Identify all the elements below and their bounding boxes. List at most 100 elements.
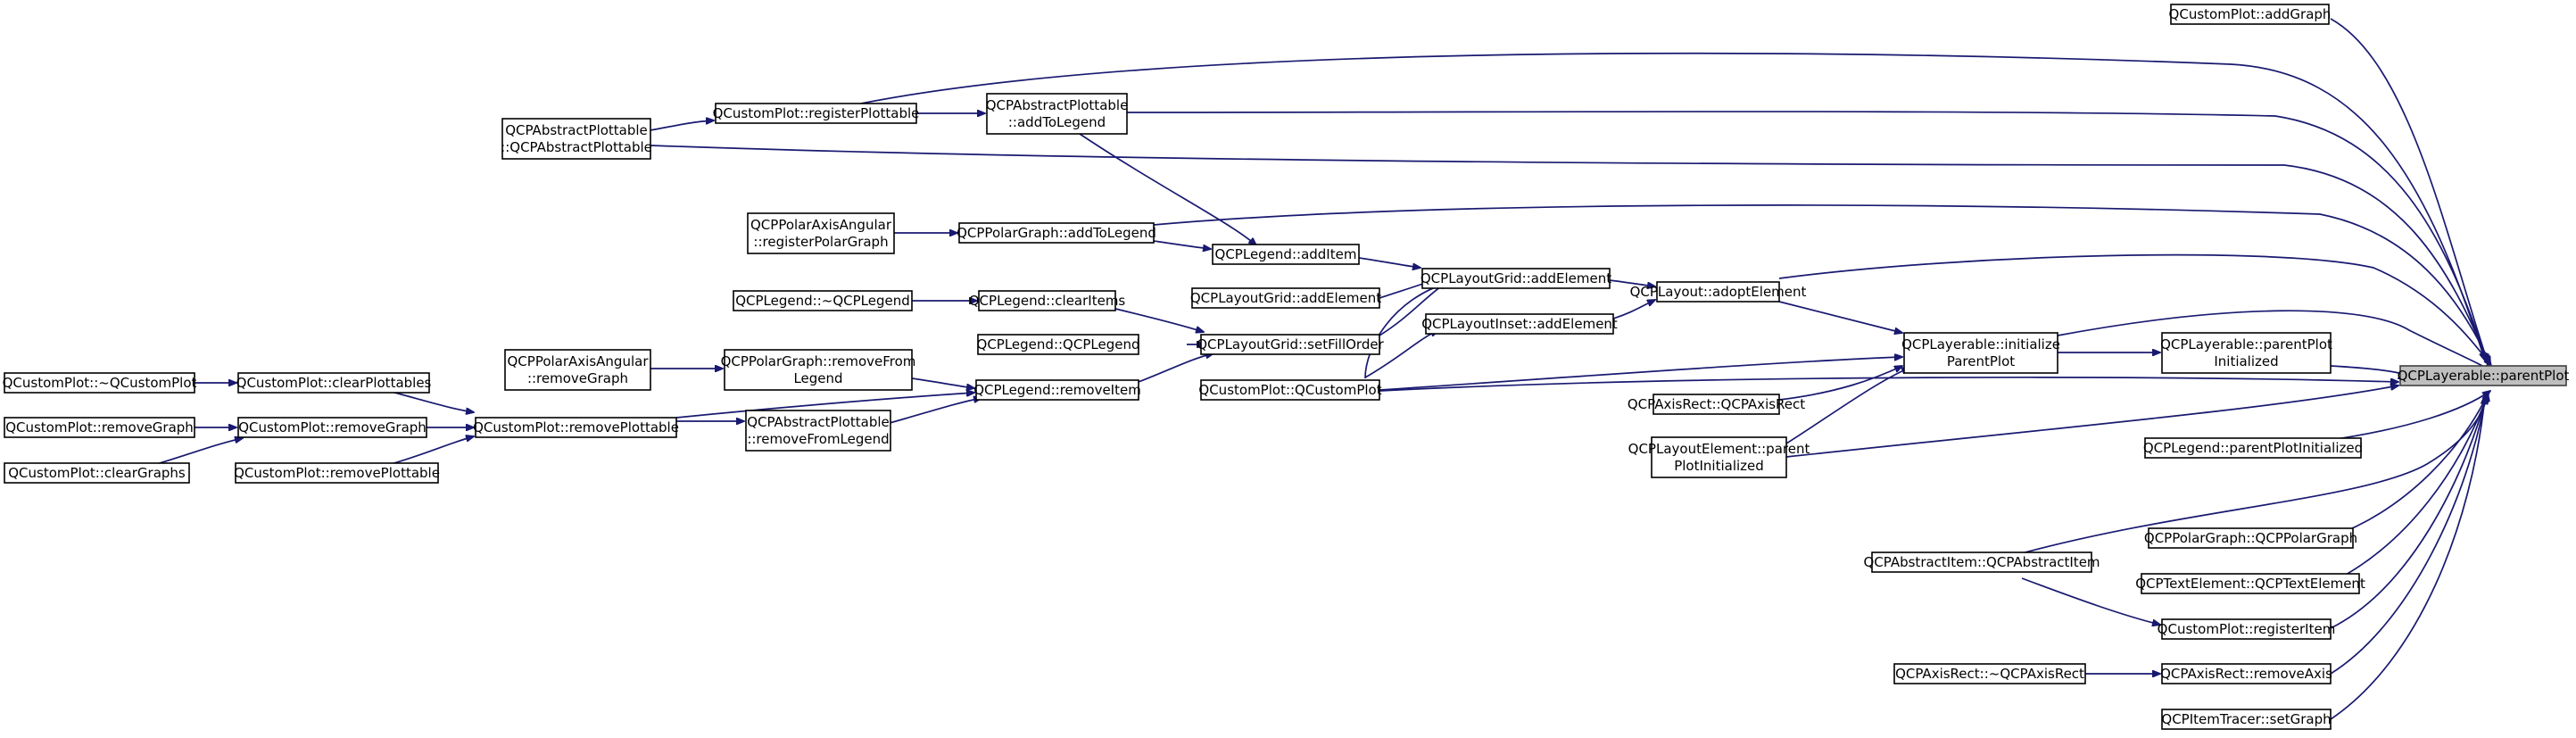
edge-customPlotCtor-parentPlot: [1379, 377, 2398, 392]
edge-abstractRemoveFromLegend-legendRemoveItem: [889, 398, 982, 424]
node-label: QCPAbstractPlottable: [986, 97, 1129, 113]
node-removeGraphLeft[interactable]: QCustomPlot::removeGraph: [4, 417, 195, 438]
node-abstractRemoveFromLegend[interactable]: QCPAbstractPlottable ::removeFromLegend: [745, 410, 891, 452]
node-initializeParentPlot[interactable]: QCPLayerable::initialize ParentPlot: [1901, 332, 2060, 374]
node-parentPlot-focus[interactable]: QCPLayerable::parentPlot: [2398, 365, 2570, 386]
node-label: QCPLayoutInset::addElement: [1421, 316, 1618, 332]
node-axisRectDtor[interactable]: QCPAxisRect::~QCPAxisRect: [1893, 663, 2086, 684]
node-legendParentPlotInit[interactable]: QCPLegend::parentPlotInitialized: [2143, 437, 2363, 459]
node-polarAddToLegend[interactable]: QCPPolarGraph::addToLegend: [957, 222, 1156, 244]
node-label: QCPAbstractItem::QCPAbstractItem: [1863, 554, 2100, 570]
edge-textElementCtor-parentPlot: [2330, 394, 2488, 584]
node-clearGraphs[interactable]: QCustomPlot::clearGraphs: [4, 462, 190, 484]
edge-addToLegend-legendAddItem: [1079, 133, 1256, 245]
edge-abstractCtor-registerPlottable: [650, 120, 714, 131]
node-label: QCPItemTracer::setGraph: [2161, 711, 2331, 727]
node-registerItem[interactable]: QCustomPlot::registerItem: [2158, 618, 2336, 640]
edge-ppInit-parentPlot: [2330, 365, 2405, 378]
node-legendDtor[interactable]: QCPLegend::~QCPLegend: [733, 290, 913, 311]
edge-clearItems-setFillOrder: [1114, 308, 1204, 332]
edge-polarAddToLegend-legendAddItem: [1153, 240, 1211, 249]
node-label: QCPAxisRect::removeAxis: [2160, 666, 2332, 682]
node-label: QCustomPlot::QCustomPlot: [1198, 382, 1381, 398]
edge-legendAddItem-gridAddElement: [1358, 257, 1421, 268]
node-label: QCPLegend::removeItem: [973, 382, 1141, 398]
node-legendCtor[interactable]: QCPLegend::QCPLegend: [977, 334, 1140, 355]
node-layoutElementParentPlotInit[interactable]: QCPLayoutElement::parent PlotInitialized: [1628, 436, 1810, 478]
edges: [153, 18, 2491, 720]
node-label: QCustomPlot::~QCustomPlot: [3, 375, 197, 391]
edge-clearPlottables-removePlottableMid: [387, 390, 474, 412]
node-legendClearItems[interactable]: QCPLegend::clearItems: [969, 290, 1126, 311]
node-abstractItemCtor[interactable]: QCPAbstractItem::QCPAbstractItem: [1863, 551, 2100, 573]
node-label: QCPTextElement::QCPTextElement: [2135, 576, 2365, 592]
node-label: QCPLegend::clearItems: [969, 293, 1126, 309]
node-label: QCPLayoutGrid::addElement: [1190, 290, 1381, 306]
node-textElementCtor[interactable]: QCPTextElement::QCPTextElement: [2135, 573, 2365, 594]
node-customPlotDtor[interactable]: QCustomPlot::~QCustomPlot: [3, 372, 197, 394]
edge-axisRectCtor-initParent: [1778, 366, 1902, 401]
node-parentPlotInitialized[interactable]: QCPLayerable::parentPlot Initialized: [2160, 332, 2332, 374]
node-label: Legend: [793, 370, 842, 386]
node-label: Initialized: [2214, 353, 2278, 369]
edge-abstractCtor-parentPlot: [650, 145, 2489, 362]
node-addToLegend[interactable]: QCPAbstractPlottable ::addToLegend: [986, 93, 1129, 135]
node-removePolarGraph[interactable]: QCPPolarAxisAngular ::removeGraph: [504, 349, 651, 391]
node-removePlottableMid[interactable]: QCustomPlot::removePlottable: [473, 417, 679, 438]
node-insetAddElement[interactable]: QCPLayoutInset::addElement: [1421, 313, 1618, 335]
node-label: QCPLayout::adoptElement: [1630, 284, 1807, 300]
node-label: ::registerPolarGraph: [753, 234, 888, 250]
node-setGraph[interactable]: QCPItemTracer::setGraph: [2161, 709, 2332, 730]
node-setFillOrder[interactable]: QCPLayoutGrid::setFillOrder: [1197, 334, 1385, 355]
node-label: QCPPolarGraph::removeFrom: [721, 353, 916, 369]
node-label: QCPAbstractPlottable: [505, 122, 648, 138]
node-abstractPlottableCtor[interactable]: QCPAbstractPlottable ::QCPAbstractPlotta…: [501, 118, 652, 160]
node-gridAddElement2[interactable]: QCPLayoutGrid::addElement: [1190, 287, 1381, 309]
node-removeGraphMid[interactable]: QCustomPlot::removeGraph: [237, 417, 427, 438]
node-label: ParentPlot: [1947, 353, 2015, 369]
edge-layoutElemInit-initParent: [1785, 368, 1909, 444]
node-label: QCPLayoutElement::parent: [1628, 441, 1810, 457]
edge-removePlottableMid-legendRemoveItem: [675, 393, 974, 419]
node-legendAddItem[interactable]: QCPLegend::addItem: [1212, 244, 1360, 265]
edge-registerItem-parentPlot: [2330, 395, 2487, 629]
edge-addToLegend-parentPlot: [1125, 111, 2487, 361]
edge-adoptElement-parentPlot: [1778, 253, 2491, 366]
edge-customPlotCtor-gridAddElement: [1364, 282, 1450, 379]
node-gridAddElement[interactable]: QCPLayoutGrid::addElement: [1421, 268, 1611, 289]
node-registerPlottable[interactable]: QCustomPlot::registerPlottable: [713, 103, 920, 124]
node-label: QCPLayerable::parentPlot: [2398, 368, 2570, 384]
node-label: ::QCPAbstractPlottable: [501, 139, 652, 155]
edge-addGraph-parentPlot: [2330, 18, 2488, 362]
node-label: QCPLegend::~QCPLegend: [735, 293, 910, 309]
edge-polarGraphCtor-parentPlot: [2330, 393, 2489, 538]
node-axisRectCtor[interactable]: QCPAxisRect::QCPAxisRect: [1628, 394, 1805, 415]
edge-customPlotCtor-initParent: [1379, 357, 1902, 391]
edge-legendPPI-parentPlot: [2330, 391, 2490, 441]
node-registerPolarGraph[interactable]: QCPPolarAxisAngular ::registerPolarGraph: [747, 212, 895, 254]
edge-polarAddToLegend-parentPlot: [1153, 204, 2490, 364]
node-customPlotCtor[interactable]: QCustomPlot::QCustomPlot: [1198, 379, 1382, 401]
node-polarRemoveFromLegend[interactable]: QCPPolarGraph::removeFrom Legend: [721, 349, 916, 391]
node-label: QCustomPlot::addGraph: [2169, 6, 2332, 22]
edge-layoutElemInit-parentPlot: [1785, 386, 2398, 458]
node-layoutAdoptElement[interactable]: QCPLayout::adoptElement: [1630, 281, 1807, 303]
node-removePlottableLeft[interactable]: QCustomPlot::removePlottable: [234, 462, 440, 484]
edge-gridAddElement-adoptElement: [1609, 279, 1655, 286]
edge-initParent-parentPlot: [2057, 310, 2491, 371]
node-clearPlottables[interactable]: QCustomPlot::clearPlottables: [236, 372, 432, 394]
node-label: QCPPolarGraph::addToLegend: [957, 225, 1156, 241]
node-legendRemoveItem[interactable]: QCPLegend::removeItem: [973, 379, 1141, 401]
node-polarGraphCtor[interactable]: QCPPolarGraph::QCPPolarGraph: [2144, 527, 2357, 549]
edge-abstractItemCtor-parentPlot: [2021, 394, 2488, 554]
node-label: QCustomPlot::clearPlottables: [236, 375, 432, 391]
node-removeAxis[interactable]: QCPAxisRect::removeAxis: [2160, 663, 2332, 684]
node-label: QCustomPlot::registerPlottable: [713, 105, 920, 121]
node-addGraph[interactable]: QCustomPlot::addGraph: [2169, 4, 2332, 25]
node-label: QCustomPlot::removeGraph: [5, 419, 194, 435]
node-label: QCPLayerable::initialize: [1901, 336, 2060, 352]
node-label: QCPPolarGraph::QCPPolarGraph: [2144, 530, 2357, 546]
node-label: QCustomPlot::removePlottable: [473, 419, 679, 435]
node-label: QCustomPlot::removePlottable: [234, 465, 440, 481]
